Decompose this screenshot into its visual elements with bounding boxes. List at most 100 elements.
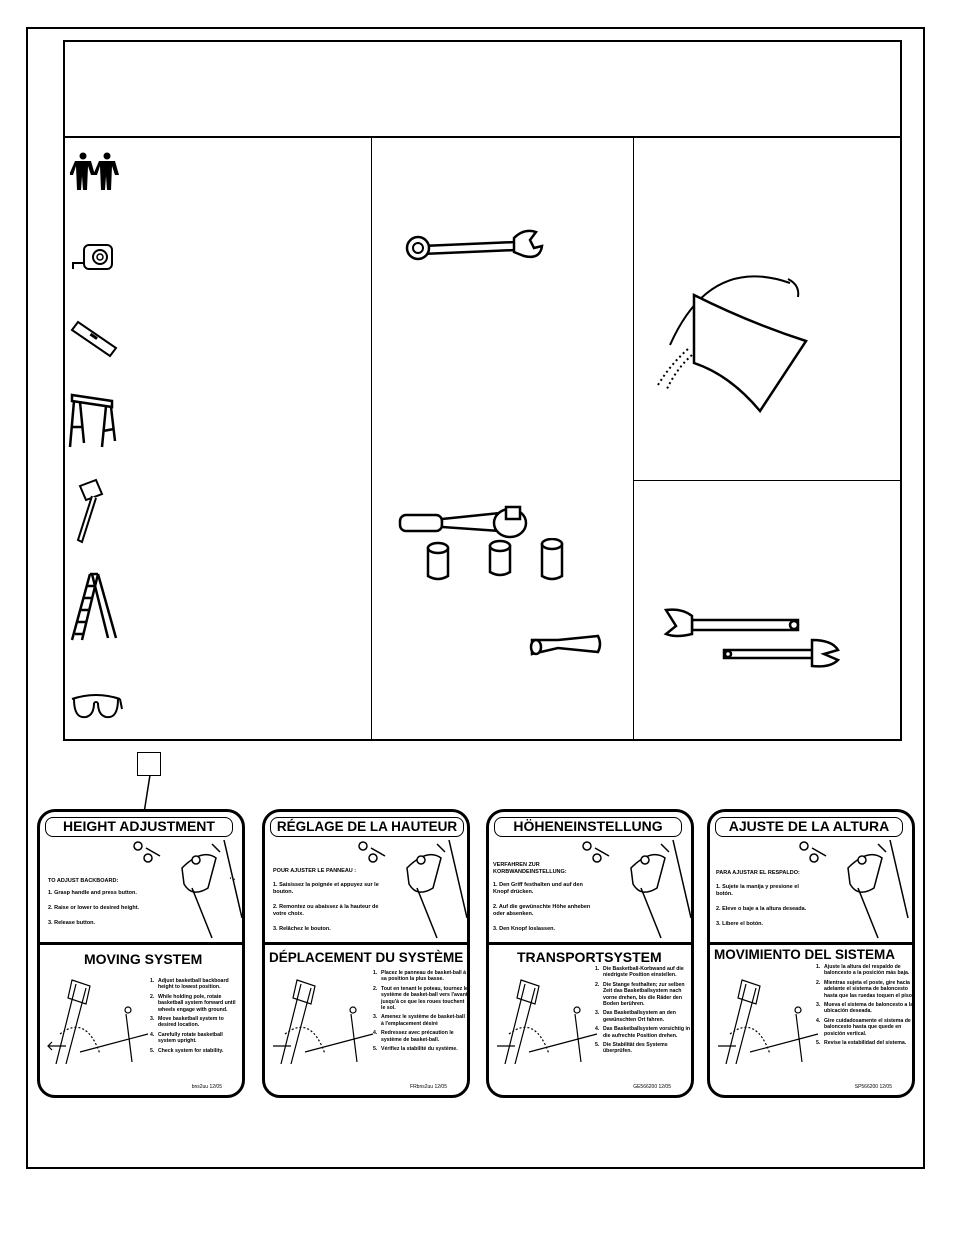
list-number: 5. [595, 1042, 600, 1049]
moving-system-illustration [47, 979, 149, 1065]
list-item: 5.Die Stabilität des Systems überprüfen. [595, 1042, 691, 1055]
list-number: 4. [373, 1030, 378, 1037]
list-text: Vérifiez la stabilité du système. [381, 1046, 458, 1053]
step-item: 2. Raise or lower to desired height. [48, 905, 140, 911]
moving-system-illustration [497, 979, 598, 1065]
label-list: 1.Placez le panneau de basket-ball à sa … [373, 970, 468, 1055]
list-text: Das Basketballsystem vorsichtig in die a… [603, 1026, 691, 1039]
list-number: 2. [595, 981, 600, 988]
label-intro: TO ADJUST BACKBOARD: [48, 878, 119, 884]
list-text: Mueva el sistema de baloncesto a la ubic… [824, 1002, 914, 1015]
list-item: 3.Mueva el sistema de baloncesto a la ub… [816, 1002, 914, 1015]
list-text: Das Basketballsystem an den gewünschten … [603, 1010, 676, 1023]
warning-label-spanish: AJUSTE DE LA ALTURA PARA AJUSTAR EL RESP… [707, 809, 915, 1098]
label-code: bns2uu 12/05 [191, 1084, 222, 1090]
moving-system-illustration [718, 979, 819, 1065]
step-item: 1. Grasp handle and press button. [48, 890, 137, 896]
label-title-2: MOVING SYSTEM [84, 951, 203, 967]
list-text: Tout en tenant le poteau, tournez le sys… [381, 985, 468, 1012]
list-item: 1.Placez le panneau de basket-ball à sa … [373, 970, 467, 983]
list-text: Adjust basketball backboard height to lo… [158, 978, 229, 991]
label-divider [40, 942, 242, 945]
list-item: 1.Adjust basketball backboard height to … [150, 978, 242, 991]
list-number: 2. [816, 979, 821, 986]
list-item: 4.Gire cuidadosamente el sistema de balo… [816, 1017, 912, 1037]
mallet-icon [76, 478, 104, 544]
list-number: 3. [150, 1016, 155, 1023]
label-intro: PARA AJUSTAR EL RESPALDO: [716, 870, 800, 876]
list-item: 5.Check system for stability. [150, 1048, 242, 1054]
step-item: 3. Libere el botón. [716, 921, 764, 927]
list-item: 1.Die Basketball-Korbwand auf die niedri… [595, 966, 691, 979]
list-text: Carefully rotate basketball system uprig… [158, 1031, 223, 1045]
warning-label-french: RÉGLAGE DE LA HAUTEUR POUR AJUSTER LE PA… [262, 809, 470, 1098]
list-text: Move basketball system to desired locati… [158, 1016, 224, 1029]
label-list: 1.Adjust basketball backboard height to … [150, 978, 242, 1057]
list-number: 1. [373, 970, 378, 976]
socket-icon [426, 538, 564, 581]
step-item: 2. Eleve o baje a la altura deseada. [716, 906, 807, 912]
list-text: Placez le panneau de basket-ball à sa po… [381, 970, 467, 983]
list-number: 5. [150, 1047, 155, 1054]
column-divider-2 [633, 136, 634, 739]
list-item: 3.Das Basketballsystem an den gewünschte… [595, 1010, 691, 1023]
step-item: 1. Saisissez la poignée et appuyez sur l… [273, 882, 379, 895]
list-text: Die Basketball-Korbwand auf die niedrigs… [603, 966, 684, 979]
label-divider [265, 942, 467, 945]
list-number: 3. [373, 1014, 378, 1021]
list-item: 5.Vérifiez la stabilité du système. [373, 1046, 467, 1053]
list-number: 3. [816, 1002, 821, 1009]
step-item: 3. Release button. [48, 920, 96, 926]
list-item: 2.Mientras sujeta el poste, gire hacia a… [816, 979, 912, 999]
ladder-icon [70, 572, 118, 641]
height-adjust-illustration [799, 839, 909, 939]
sawhorse-icon [68, 393, 117, 448]
list-number: 3. [595, 1010, 600, 1017]
label-intro: VERFAHREN ZUR KORBWANDEINSTELLUNG: [493, 862, 567, 875]
level-icon [70, 320, 118, 358]
label-list: 1.Die Basketball-Korbwand auf die niedri… [595, 966, 691, 1058]
step-item: 2. Remontez ou abaissez à la hauteur de … [273, 904, 379, 917]
list-item: 2.While holding pole, rotate basketball … [150, 994, 242, 1013]
label-title: AJUSTE DE LA ALTURA [715, 817, 903, 837]
list-number: 5. [373, 1046, 378, 1053]
label-title: RÉGLAGE DE LA HAUTEUR [270, 817, 464, 837]
label-code: FRbns2uu 12/05 [410, 1084, 447, 1090]
safety-glasses-icon [71, 694, 123, 719]
label-intro: POUR AJUSTER LE PANNEAU : [273, 868, 357, 874]
list-text: Die Stabilität des Systems überprüfen. [603, 1042, 668, 1055]
list-text: Gire cuidadosamente el sistema de balonc… [824, 1017, 911, 1037]
warning-label-english: HEIGHT ADJUSTMENT TO ADJUST BACKBOARD: 1… [37, 809, 245, 1098]
adjustable-wrench-icon [663, 608, 841, 668]
page-frame [26, 27, 925, 1169]
list-text: Ajuste la altura del respaldo de balonce… [824, 964, 910, 977]
label-title-2: DÉPLACEMENT DU SYSTÈME [269, 950, 464, 965]
list-text: Redressez avec précaution le système de … [381, 1030, 454, 1043]
step-item: 1. Den Griff festhalten und auf den Knop… [493, 882, 583, 895]
list-text: Check system for stability. [158, 1047, 224, 1054]
tools-table [63, 40, 902, 741]
label-divider [489, 942, 691, 945]
list-number: 1. [816, 964, 821, 970]
height-adjust-illustration [582, 839, 691, 939]
label-list: 1.Ajuste la altura del respaldo de balon… [816, 964, 914, 1049]
list-item: 4.Carefully rotate basketball system upr… [150, 1032, 242, 1045]
list-text: Die Stange festhalten; zur selben Zeit d… [603, 981, 685, 1008]
label-steps: 1. Den Griff festhalten und auf den Knop… [493, 882, 599, 941]
column-divider-1 [371, 136, 372, 739]
list-text: Revise la estabilidad del sistema. [824, 1040, 907, 1047]
right-cell-divider [633, 480, 900, 481]
socket-wrench-icon [398, 505, 528, 539]
label-code: GE566200 12/05 [633, 1084, 671, 1090]
label-steps: 1. Saisissez la poignée et appuyez sur l… [273, 882, 383, 941]
list-number: 4. [816, 1017, 821, 1024]
label-title: HÖHENEINSTELLUNG [494, 817, 682, 837]
list-text: Amenez le système de basket-ball à l'emp… [381, 1014, 465, 1027]
step-item: 2. Auf die gewünschte Höhe anheben oder … [493, 904, 591, 917]
label-code: SP566200 12/05 [854, 1084, 892, 1090]
label-title-2: TRANSPORTSYSTEM [517, 949, 662, 965]
list-number: 2. [373, 985, 378, 992]
socket-driver-icon [529, 634, 602, 656]
list-number: 5. [816, 1040, 821, 1047]
list-number: 2. [150, 993, 155, 1000]
